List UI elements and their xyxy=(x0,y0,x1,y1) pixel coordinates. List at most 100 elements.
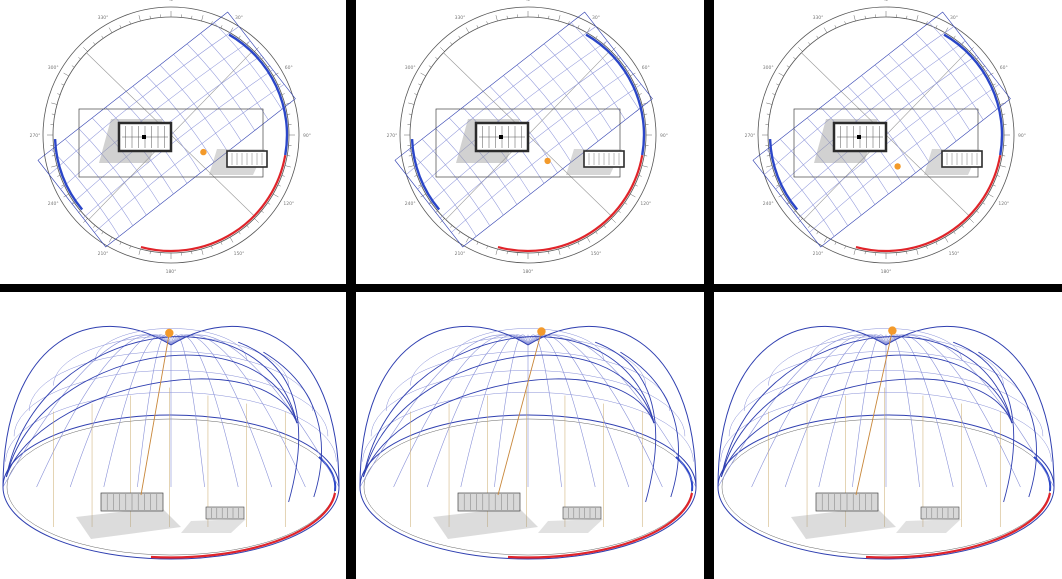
building-secondary xyxy=(205,506,245,520)
dome-meridian xyxy=(494,334,529,488)
compass-tick xyxy=(191,251,193,255)
date-line xyxy=(406,26,597,175)
compass-tick xyxy=(808,42,811,45)
compass-tick xyxy=(816,231,819,235)
compass-tick xyxy=(273,193,279,198)
compass-tick xyxy=(138,248,141,255)
compass-tick xyxy=(808,225,811,228)
sunpath-arc xyxy=(362,336,655,478)
compass-tick xyxy=(78,57,81,60)
compass-tick xyxy=(586,237,591,243)
dome-sunpath-diagram-3 xyxy=(717,325,1055,560)
dome-meridian xyxy=(103,334,172,488)
date-line xyxy=(82,69,273,219)
date-line xyxy=(451,84,642,233)
compass-tick xyxy=(149,251,151,255)
compass-tick xyxy=(577,241,580,245)
sunpath-arc xyxy=(720,354,1013,478)
compass-label: 240° xyxy=(405,201,416,207)
hour-line xyxy=(516,64,585,152)
compass-tick xyxy=(458,35,461,39)
hour-line xyxy=(779,138,849,226)
compass-tick xyxy=(944,27,949,33)
sun-marker-icon xyxy=(894,163,901,170)
dome-group xyxy=(359,325,697,560)
date-line xyxy=(809,84,1000,233)
compass-label: 150° xyxy=(234,251,245,257)
compass-tick xyxy=(595,35,598,39)
date-line xyxy=(764,26,955,175)
compass-tick xyxy=(486,245,488,249)
building-shadow xyxy=(791,507,896,539)
dome-meridian xyxy=(359,334,529,488)
hour-line xyxy=(213,22,283,110)
compass-tick xyxy=(71,65,75,68)
compass-tick xyxy=(506,15,508,19)
hour-line xyxy=(92,117,161,205)
sunpath-arc xyxy=(362,378,655,478)
hour-line xyxy=(186,43,255,131)
compass-tick xyxy=(926,21,928,25)
compass-tick xyxy=(138,15,141,22)
compass-label: 90° xyxy=(660,133,668,139)
hour-line xyxy=(200,33,269,121)
compass-tick xyxy=(766,155,770,157)
compass-tick xyxy=(254,218,259,223)
compass-tick xyxy=(630,72,636,77)
compass-label: 120° xyxy=(640,201,651,207)
compass-tick xyxy=(273,72,279,77)
plan-sunpath-diagram-3: N30°60°90°120°150°180°210°240°270°300°33… xyxy=(745,0,1026,275)
compass-label: 330° xyxy=(455,15,466,21)
compass-label: 30° xyxy=(592,15,600,21)
sun-ray xyxy=(855,330,893,496)
compass-label: 270° xyxy=(745,133,756,139)
compass-label: 300° xyxy=(48,65,59,71)
dome-outline-left xyxy=(359,325,529,488)
compass-tick xyxy=(191,15,193,19)
sunpath-arc xyxy=(595,341,657,503)
dome-sunpath-diagram-2 xyxy=(359,325,697,560)
compass-tick xyxy=(586,27,591,33)
hour-line xyxy=(146,75,215,163)
compass-tick xyxy=(229,27,234,33)
dome-meridian xyxy=(36,334,172,488)
sunpath-arc xyxy=(263,351,322,498)
dome-meridian xyxy=(527,334,697,488)
hour-line xyxy=(78,128,147,216)
compass-tick xyxy=(595,231,598,235)
plan-group: N30°60°90°120°150°180°210°240°270°300°33… xyxy=(387,0,668,275)
winter-solstice-arc xyxy=(943,33,1004,156)
compass-tick xyxy=(772,93,776,95)
date-line xyxy=(797,69,988,219)
compass-tick xyxy=(238,35,241,39)
dome-meridian xyxy=(527,334,596,488)
compass-label: 30° xyxy=(235,15,243,21)
compass-tick xyxy=(465,237,470,243)
compass-tick xyxy=(408,155,412,157)
compass-tick xyxy=(61,83,65,86)
compass-tick xyxy=(428,65,432,68)
compass-tick xyxy=(408,102,415,105)
compass-tick xyxy=(577,25,580,29)
compass-tick xyxy=(630,193,636,198)
sun-marker-icon xyxy=(200,148,207,156)
compass-tick xyxy=(776,184,780,187)
plan-sunpath-diagram-1: N30°60°90°120°150°180°210°240°270°300°33… xyxy=(30,0,311,275)
compass-tick xyxy=(495,248,498,255)
compass-tick xyxy=(996,175,1000,177)
compass-tick xyxy=(261,210,264,213)
compass-tick xyxy=(988,72,994,77)
sunpath-arc xyxy=(362,354,655,478)
compass-tick xyxy=(816,35,819,39)
dome-ring xyxy=(452,328,604,361)
compass-tick xyxy=(634,184,638,187)
compass-tick xyxy=(644,155,648,157)
compass-tick xyxy=(450,225,453,228)
building-core xyxy=(142,135,146,139)
compass-tick xyxy=(506,251,508,255)
compass-tick xyxy=(916,15,919,22)
compass-tick xyxy=(476,241,479,245)
sun-marker-icon xyxy=(544,157,551,165)
compass-label: 150° xyxy=(591,251,602,257)
hour-line xyxy=(874,64,943,152)
